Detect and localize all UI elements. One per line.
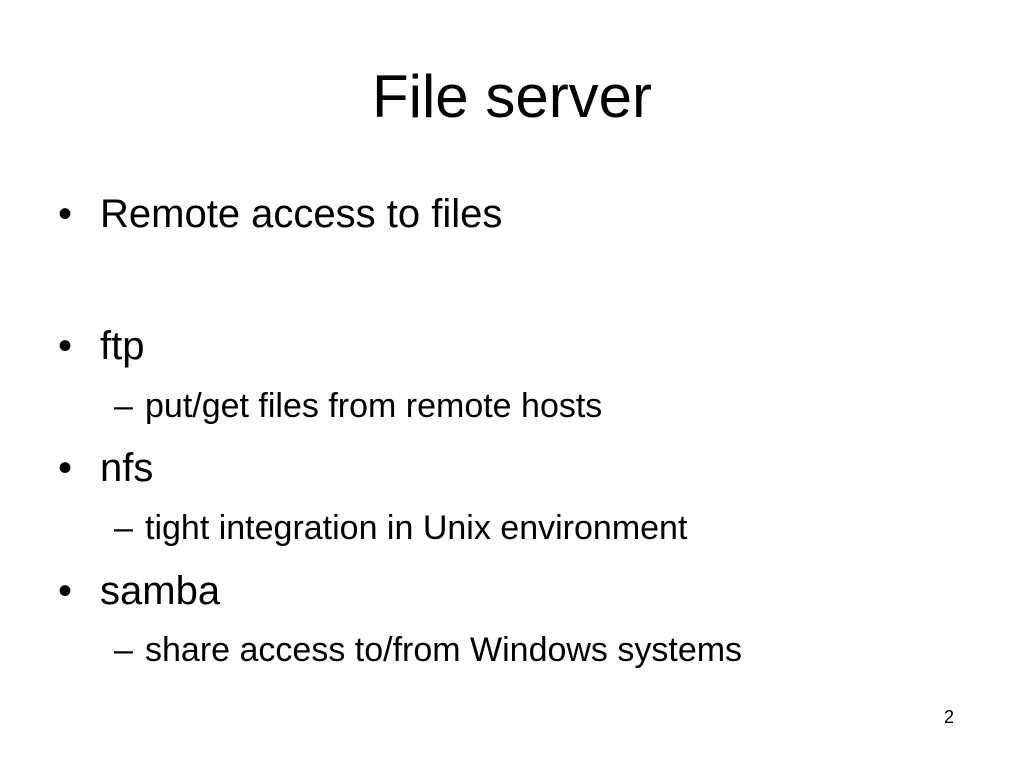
sub-bullet-item: –tight integration in Unix environment: [114, 508, 687, 548]
sub-bullet-item: –put/get files from remote hosts: [114, 386, 602, 426]
bullet-marker: •: [58, 446, 73, 490]
bullet-text: ftp: [100, 324, 145, 368]
bullet-item: • Remote access to files: [58, 190, 502, 238]
sub-bullet-text: tight integration in Unix environment: [145, 509, 688, 547]
bullet-item: • samba: [58, 567, 220, 615]
sub-bullet-item: –share access to/from Windows systems: [114, 630, 742, 670]
sub-bullet-marker: –: [114, 509, 133, 547]
sub-bullet-text: share access to/from Windows systems: [145, 631, 743, 669]
bullet-marker: •: [58, 324, 73, 368]
sub-bullet-marker: –: [114, 631, 133, 669]
bullet-item: • ftp: [58, 322, 144, 370]
page-number: 2: [944, 707, 955, 727]
bullet-text: Remote access to files: [100, 192, 503, 236]
bullet-marker: •: [58, 192, 73, 236]
slide-title: File server: [371, 63, 653, 130]
bullet-text: samba: [100, 569, 221, 613]
bullet-marker: •: [58, 569, 73, 613]
bullet-item: • nfs: [58, 444, 153, 492]
sub-bullet-marker: –: [114, 387, 133, 425]
bullet-text: nfs: [100, 446, 154, 490]
sub-bullet-text: put/get files from remote hosts: [145, 387, 603, 425]
